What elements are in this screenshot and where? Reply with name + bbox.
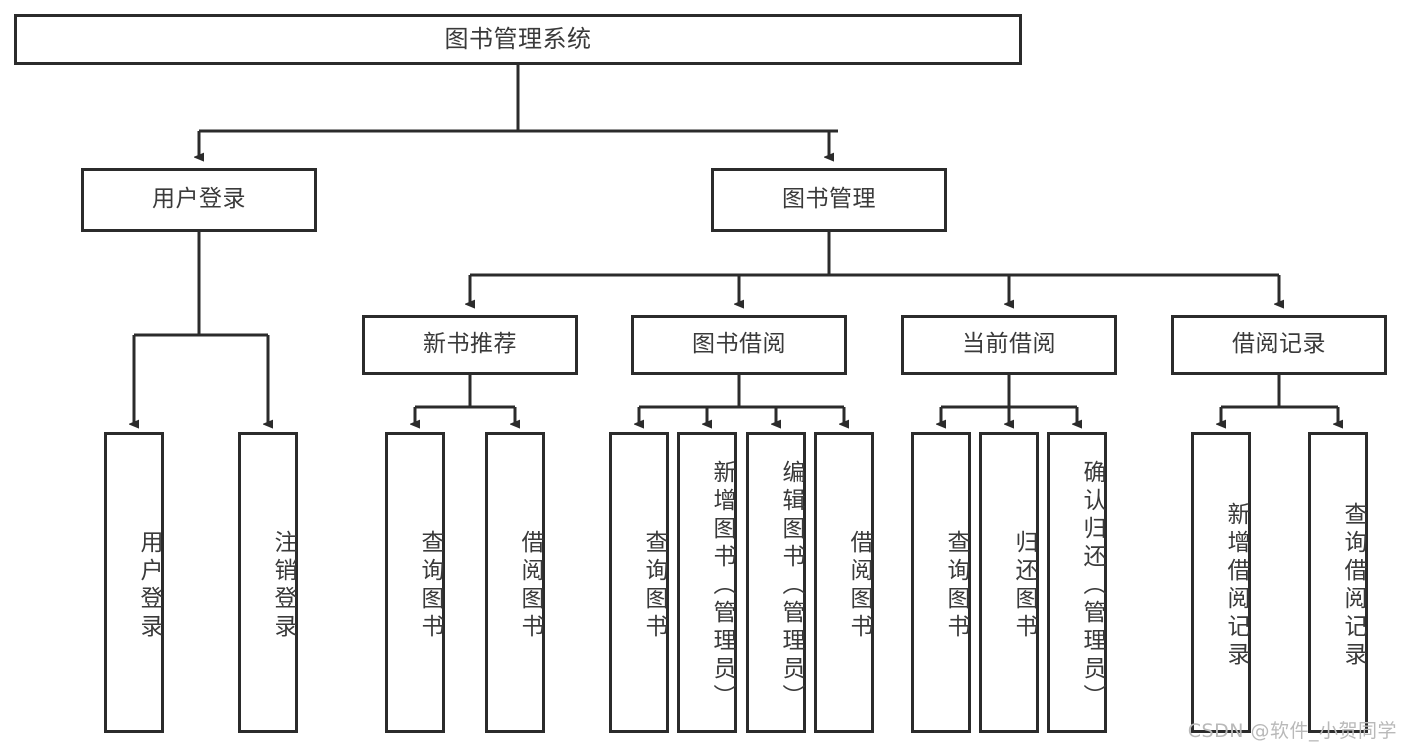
node-current-borrow[interactable]: 当前借阅	[901, 315, 1117, 375]
leaf-user-login-login[interactable]: 用户登录	[104, 432, 164, 733]
leaf-current-borrow-confirm[interactable]: 确认归还（管理员）	[1047, 432, 1107, 733]
leaf-user-login-logout[interactable]: 注销登录	[238, 432, 298, 733]
leaf-book-borrow-add[interactable]: 新增图书（管理员）	[677, 432, 737, 733]
leaf-borrow-record-add[interactable]: 新增借阅记录	[1191, 432, 1251, 733]
watermark-text: CSDN @软件_小贺同学	[1187, 720, 1397, 742]
leaf-new-book-query[interactable]: 查询图书	[385, 432, 445, 733]
node-book-borrow[interactable]: 图书借阅	[631, 315, 847, 375]
node-book-management[interactable]: 图书管理	[711, 168, 947, 232]
leaf-book-borrow-query[interactable]: 查询图书	[609, 432, 669, 733]
leaf-current-borrow-return[interactable]: 归还图书	[979, 432, 1039, 733]
leaf-current-borrow-query[interactable]: 查询图书	[911, 432, 971, 733]
leaf-book-borrow-edit[interactable]: 编辑图书（管理员）	[746, 432, 806, 733]
leaf-new-book-borrow[interactable]: 借阅图书	[485, 432, 545, 733]
node-user-login[interactable]: 用户登录	[81, 168, 317, 232]
leaf-borrow-record-query[interactable]: 查询借阅记录	[1308, 432, 1368, 733]
leaf-book-borrow-borrow[interactable]: 借阅图书	[814, 432, 874, 733]
node-new-book-recommend[interactable]: 新书推荐	[362, 315, 578, 375]
node-borrow-record[interactable]: 借阅记录	[1171, 315, 1387, 375]
node-root-system[interactable]: 图书管理系统	[14, 14, 1022, 65]
